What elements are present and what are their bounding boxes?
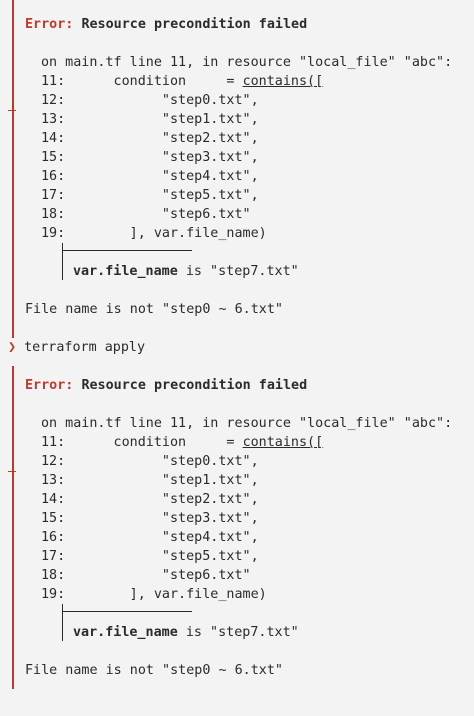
error-message: File name is not "step0 ~ 6.txt" — [25, 302, 283, 317]
shell-prompt: ❯ terraform apply — [8, 338, 145, 357]
error-title: Resource precondition failed — [81, 378, 308, 393]
error-heading: Error: Resource precondition failed — [25, 376, 307, 395]
diag-connector — [62, 604, 63, 641]
diag-connector — [62, 243, 63, 280]
code-line: 19: ], var.file_name) — [41, 587, 267, 602]
code-line: 13: "step1.txt", — [41, 112, 259, 127]
code-line: 18: "step6.txt" — [41, 568, 251, 583]
prompt-arrow-icon: ❯ — [8, 340, 17, 355]
code-line: 14: "step2.txt", — [41, 492, 259, 507]
error-bar — [12, 0, 14, 338]
code-line: 11: condition = contains([ — [41, 74, 324, 89]
code-line: 18: "step6.txt" — [41, 207, 251, 222]
error-title: Resource precondition failed — [81, 17, 308, 32]
code-line: 15: "step3.txt", — [41, 511, 259, 526]
code-line: 17: "step5.txt", — [41, 549, 259, 564]
code-line: 16: "step4.txt", — [41, 530, 259, 545]
var-value-line: var.file_name is "step7.txt" — [73, 625, 299, 640]
error-location: on main.tf line 11, in resource "local_f… — [41, 55, 453, 70]
code-line: 19: ], var.file_name) — [41, 226, 267, 241]
error-bar — [12, 366, 14, 689]
code-line: 12: "step0.txt", — [41, 454, 259, 469]
diag-connector — [62, 250, 192, 251]
code-line: 12: "step0.txt", — [41, 93, 259, 108]
code-line: 17: "step5.txt", — [41, 188, 259, 203]
code-line: 15: "step3.txt", — [41, 150, 259, 165]
error-location: on main.tf line 11, in resource "local_f… — [41, 416, 453, 431]
error-label: Error: — [25, 378, 74, 393]
code-line: 11: condition = contains([ — [41, 435, 324, 450]
error-bar-tick — [8, 471, 16, 472]
error-message: File name is not "step0 ~ 6.txt" — [25, 663, 283, 678]
var-value-line: var.file_name is "step7.txt" — [73, 264, 299, 279]
error-label: Error: — [25, 17, 74, 32]
diag-connector — [62, 611, 192, 612]
error-block-2: Error: Resource precondition failed on m… — [0, 361, 474, 689]
error-block-1: Error: Resource precondition failed on m… — [0, 0, 474, 338]
code-line: 16: "step4.txt", — [41, 169, 259, 184]
error-bar-tick — [8, 110, 16, 111]
error-heading: Error: Resource precondition failed — [25, 15, 307, 34]
code-line: 14: "step2.txt", — [41, 131, 259, 146]
code-line: 13: "step1.txt", — [41, 473, 259, 488]
prompt-command: terraform apply — [24, 340, 146, 355]
